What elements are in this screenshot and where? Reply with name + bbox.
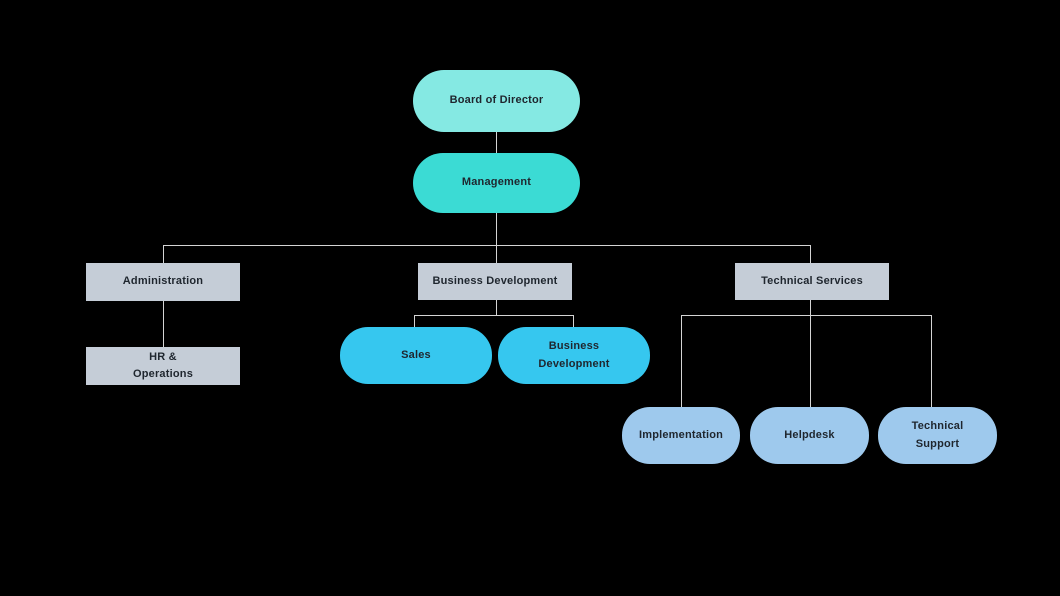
node-business-development-team-label: Business Development bbox=[538, 340, 610, 370]
connector-drop-implementation bbox=[681, 315, 682, 407]
node-sales: Sales bbox=[340, 327, 492, 384]
node-implementation-label: Implementation bbox=[638, 428, 724, 441]
node-sales-label: Sales bbox=[401, 348, 431, 361]
node-technical-services: Technical Services bbox=[735, 263, 889, 300]
node-hr-operations-label: HR & Operations bbox=[132, 350, 194, 380]
node-helpdesk: Helpdesk bbox=[750, 407, 869, 464]
node-business-development-dept: Business Development bbox=[418, 263, 572, 300]
node-board-of-director-label: Board of Director bbox=[449, 94, 544, 107]
connector-departments-bus bbox=[163, 245, 811, 246]
connector-business-development-down bbox=[496, 300, 497, 315]
node-hr-operations: HR & Operations bbox=[86, 347, 240, 385]
node-helpdesk-label: Helpdesk bbox=[784, 428, 835, 441]
connector-drop-business-development bbox=[496, 245, 497, 263]
node-implementation: Implementation bbox=[622, 407, 740, 464]
connector-administration-to-hr bbox=[163, 301, 164, 347]
connector-drop-business-development-team bbox=[573, 315, 574, 327]
connector-technical-services-bus bbox=[681, 315, 932, 316]
node-technical-support: Technical Support bbox=[878, 407, 997, 464]
node-board-of-director: Board of Director bbox=[413, 70, 580, 132]
node-management-label: Management bbox=[461, 176, 532, 189]
connector-business-development-bus bbox=[414, 315, 574, 316]
node-administration: Administration bbox=[86, 263, 240, 301]
node-business-development-team: Business Development bbox=[498, 327, 650, 384]
connector-drop-technical-services bbox=[810, 245, 811, 263]
node-technical-support-label: Technical Support bbox=[911, 420, 964, 450]
node-technical-services-label: Technical Services bbox=[761, 274, 863, 287]
connector-technical-services-down bbox=[810, 300, 811, 315]
node-business-development-dept-label: Business Development bbox=[432, 274, 558, 287]
connector-drop-technical-support bbox=[931, 315, 932, 407]
connector-drop-sales bbox=[414, 315, 415, 327]
connector-management-down bbox=[496, 213, 497, 246]
connector-drop-administration bbox=[163, 245, 164, 263]
connector-board-to-management bbox=[496, 132, 497, 153]
connector-drop-helpdesk bbox=[810, 315, 811, 407]
node-management: Management bbox=[413, 153, 580, 213]
node-administration-label: Administration bbox=[122, 275, 204, 288]
